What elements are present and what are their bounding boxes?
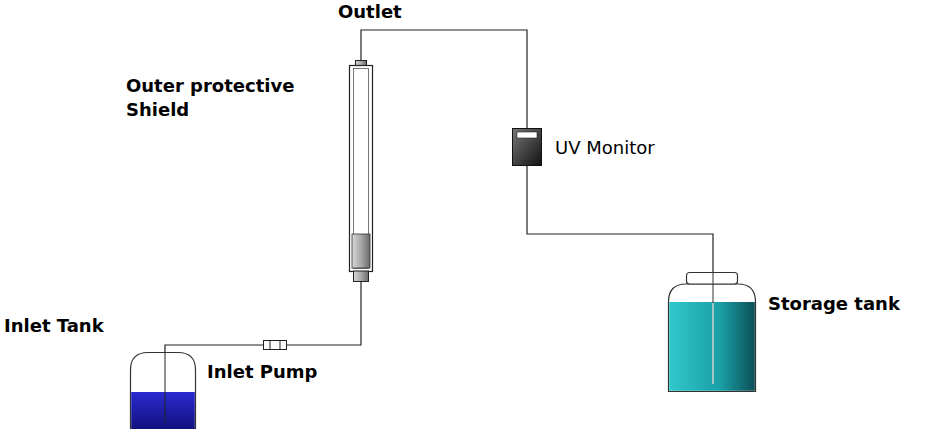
tubing-line: [287, 282, 361, 345]
node-label: Storage tank: [768, 292, 900, 316]
uv-monitor: UV Monitor: [512, 128, 542, 166]
monitor-figure: [512, 128, 542, 166]
pump-figure: [263, 340, 287, 350]
tubing-line: [165, 345, 263, 352]
tubing-line: [527, 166, 713, 272]
inlet-tank: Inlet Tank: [130, 352, 196, 429]
node-label: Inlet Pump: [207, 360, 317, 384]
node-label: Inlet Tank: [4, 314, 104, 338]
column-figure: [348, 60, 374, 282]
inlet-pump: Inlet Pump: [263, 340, 287, 350]
storage-tank-figure: [668, 272, 756, 392]
column-shield: Outer protective Shield: [348, 60, 374, 282]
node-label: UV Monitor: [555, 136, 655, 160]
node-label: Outer protective Shield: [126, 74, 338, 122]
inlet-tank-figure: [130, 352, 196, 429]
storage-tank: Storage tank: [668, 272, 756, 392]
tubing-line: [361, 30, 527, 128]
part-label: Outlet: [338, 0, 402, 24]
